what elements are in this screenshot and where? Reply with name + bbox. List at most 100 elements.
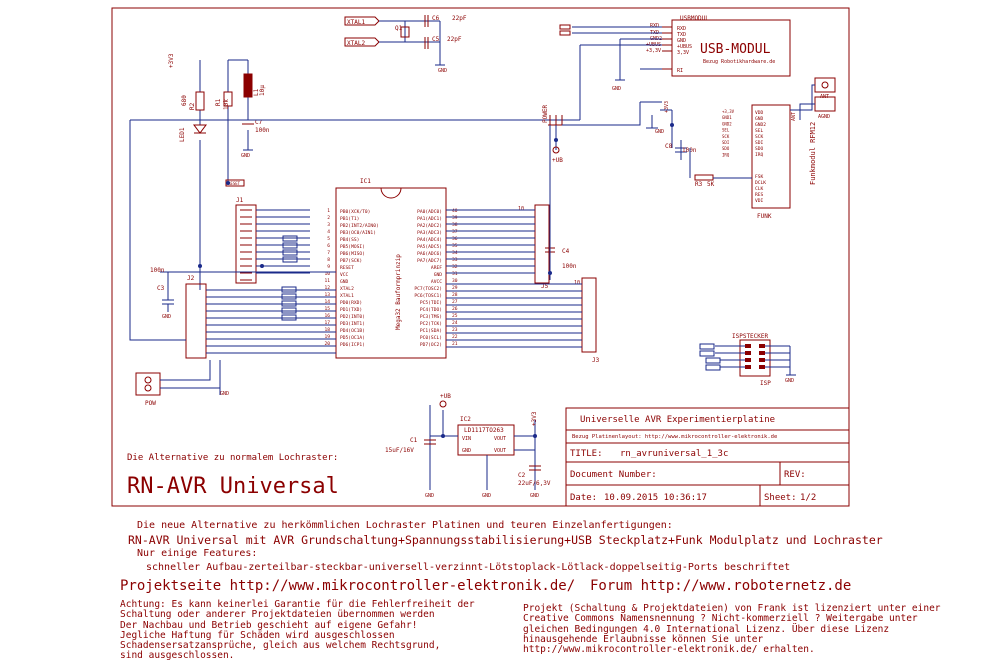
footer-notes: Die neue Alternative zu herkömmlichen Lo…: [0, 510, 1000, 667]
mcu-pin-label: PA7(ADC7): [417, 258, 442, 264]
title-subline: Bezug Platinenlayout: http://www.mikroco…: [572, 434, 777, 440]
svg-text:+UB: +UB: [552, 157, 563, 164]
mcu-pin-label: PC0(SCL): [420, 335, 442, 341]
svg-text:5K: 5K: [707, 181, 715, 188]
svg-text:C6: C6: [432, 15, 440, 22]
project-link[interactable]: Projektseite http://www.mikrocontroller-…: [120, 578, 576, 594]
mcu-pin-number: 11: [324, 278, 330, 284]
funk-pin-label: SDO: [755, 146, 764, 152]
funk-pin-label: DCLK: [755, 180, 766, 186]
funk-module: Funkmodul RFM12 ANT FUNK VDDGNDGND2SELSC…: [646, 77, 836, 220]
usb-module-sub: Bezug Robotikhardware.de: [703, 59, 775, 65]
mcu-pin-label: PD4(OC1B): [340, 328, 365, 334]
mcu-pin-number: 10: [324, 271, 330, 277]
mcu-pin-number: 25: [452, 313, 458, 319]
svg-text:100n: 100n: [150, 267, 165, 274]
date-value: 10.09.2015 10:36:17: [604, 493, 707, 503]
mcu-pin-label: PA0(ADC0): [417, 209, 442, 215]
svg-text:ANT: ANT: [820, 94, 829, 100]
mcu-pin-number: 1: [327, 208, 330, 214]
funk-net-label: SCK: [722, 134, 730, 139]
svg-text:GND: GND: [438, 68, 447, 74]
usb-module: USBMODUL USB-MODUL Bezug Robotikhardware…: [559, 15, 791, 120]
svg-text:22uF/6,3V: 22uF/6,3V: [518, 480, 551, 487]
svg-text:C1: C1: [410, 437, 418, 444]
forum-link[interactable]: Forum http://www.roboternetz.de: [590, 578, 852, 594]
mcu-pin-label: PC2(TCK): [420, 321, 442, 327]
regulator-name: LD1117TO263: [464, 427, 504, 434]
mcu-pin-number: 33: [452, 257, 458, 263]
mcu-pin-label: PB3(OC0/AIN1): [340, 230, 376, 236]
mcu-pin-label: PD7(OC2): [420, 342, 442, 348]
footer-line4: schneller Aufbau-zerteilbar-steckbar-uni…: [146, 562, 791, 573]
mcu-pin-label: PC4(TDO): [420, 307, 442, 313]
crystal-section: XTAL1 XTAL2 C6 22pF C5 22pF Q1 GND: [344, 15, 467, 74]
svg-text:GND: GND: [162, 314, 171, 320]
svg-text:C2: C2: [518, 472, 526, 479]
funk-pin-label: IRQ: [755, 152, 764, 158]
funk-pin-label: GND: [755, 116, 764, 122]
svg-text:C8: C8: [665, 143, 673, 150]
mcu-pin-label: PD6(ICP1): [340, 342, 365, 348]
isp-header: ISPSTECKER ISP GND: [699, 333, 796, 387]
regulator-ic2: IC2 LD1117TO263 VIN VOUT GND VOUT +UB C1…: [385, 393, 551, 499]
svg-text:C7: C7: [255, 119, 263, 126]
mcu-pin-label: PB4(SS): [340, 237, 359, 243]
mcu-pin-label: PB7(SCK): [340, 258, 362, 264]
svg-text:GND: GND: [462, 448, 471, 454]
svg-text:3,3V: 3,3V: [677, 50, 689, 56]
svg-text:GND: GND: [220, 391, 229, 397]
sheet-label: Sheet:: [764, 493, 797, 503]
svg-text:XTAL1: XTAL1: [347, 19, 365, 26]
mcu-pin-label: PC7(TOSC2): [414, 286, 442, 292]
svg-text:VIN: VIN: [462, 436, 471, 442]
funk-net-label: IRQ: [722, 152, 730, 157]
mcu-pin-number: 15: [324, 306, 330, 312]
mcu-pin-label: PD2(INT0): [340, 314, 365, 320]
mcu-pin-number: 38: [452, 222, 458, 228]
svg-text:+3V3: +3V3: [168, 53, 175, 68]
junctions: [198, 123, 674, 438]
sheet-value: 1/2: [800, 493, 816, 503]
mcu-pin-number: 8: [327, 257, 330, 263]
svg-text:C4: C4: [562, 248, 570, 255]
svg-text:+UBUS: +UBUS: [677, 44, 692, 50]
funk-pin-label: SCK: [755, 134, 764, 140]
mcu-pin-label: PB2(INT2/AIN0): [340, 223, 379, 229]
svg-text:POWER: POWER: [542, 105, 549, 123]
svg-text:GND: GND: [425, 493, 434, 499]
svg-text:R1: R1: [215, 98, 222, 106]
power-switch: POWER +UB: [542, 101, 662, 280]
svg-text:TXD: TXD: [677, 32, 686, 38]
mcu-pin-number: 31: [452, 271, 458, 277]
footer-line3: Nur einige Features:: [137, 548, 258, 559]
svg-text:10µ: 10µ: [259, 85, 266, 96]
mcu-pin-label: PC1(SDA): [420, 328, 442, 334]
disclaimer: Achtung: Es kann keinerlei Garantie für …: [120, 599, 475, 662]
svg-text:GND: GND: [612, 86, 621, 92]
svg-text:10: 10: [574, 280, 580, 286]
mcu-pin-number: 40: [452, 208, 458, 214]
regulator-ref: IC2: [460, 416, 471, 423]
svg-text:10k: 10k: [223, 99, 230, 110]
mcu-pin-number: 3: [327, 222, 330, 228]
mcu-pin-number: 32: [452, 264, 458, 270]
mcu-pin-label: PA4(ADC4): [417, 237, 442, 243]
mcu-pin-number: 27: [452, 299, 458, 305]
title-line: Universelle AVR Experimentierplatine: [580, 415, 775, 425]
mcu-pin-number: 4: [327, 229, 330, 235]
svg-text:100n: 100n: [255, 127, 270, 134]
svg-text:AGND: AGND: [818, 114, 830, 120]
mcu-pin-label: GND: [340, 279, 349, 285]
svg-text:C5: C5: [432, 36, 440, 43]
mcu-pin-label: PB1(T1): [340, 216, 359, 222]
funk-pin-label: VDD: [755, 110, 764, 116]
svg-text:R2: R2: [189, 102, 196, 110]
rev-label: REV:: [784, 470, 806, 480]
doc-number-label: Document Number:: [570, 470, 657, 480]
svg-text:LED1: LED1: [179, 127, 186, 142]
footer-line1: Die neue Alternative zu herkömmlichen Lo…: [137, 520, 673, 531]
mcu-pin-label: PA6(ADC6): [417, 251, 442, 257]
mcu-pin-number: 2: [327, 215, 330, 221]
mcu-pin-label: PC5(TDI): [420, 300, 442, 306]
